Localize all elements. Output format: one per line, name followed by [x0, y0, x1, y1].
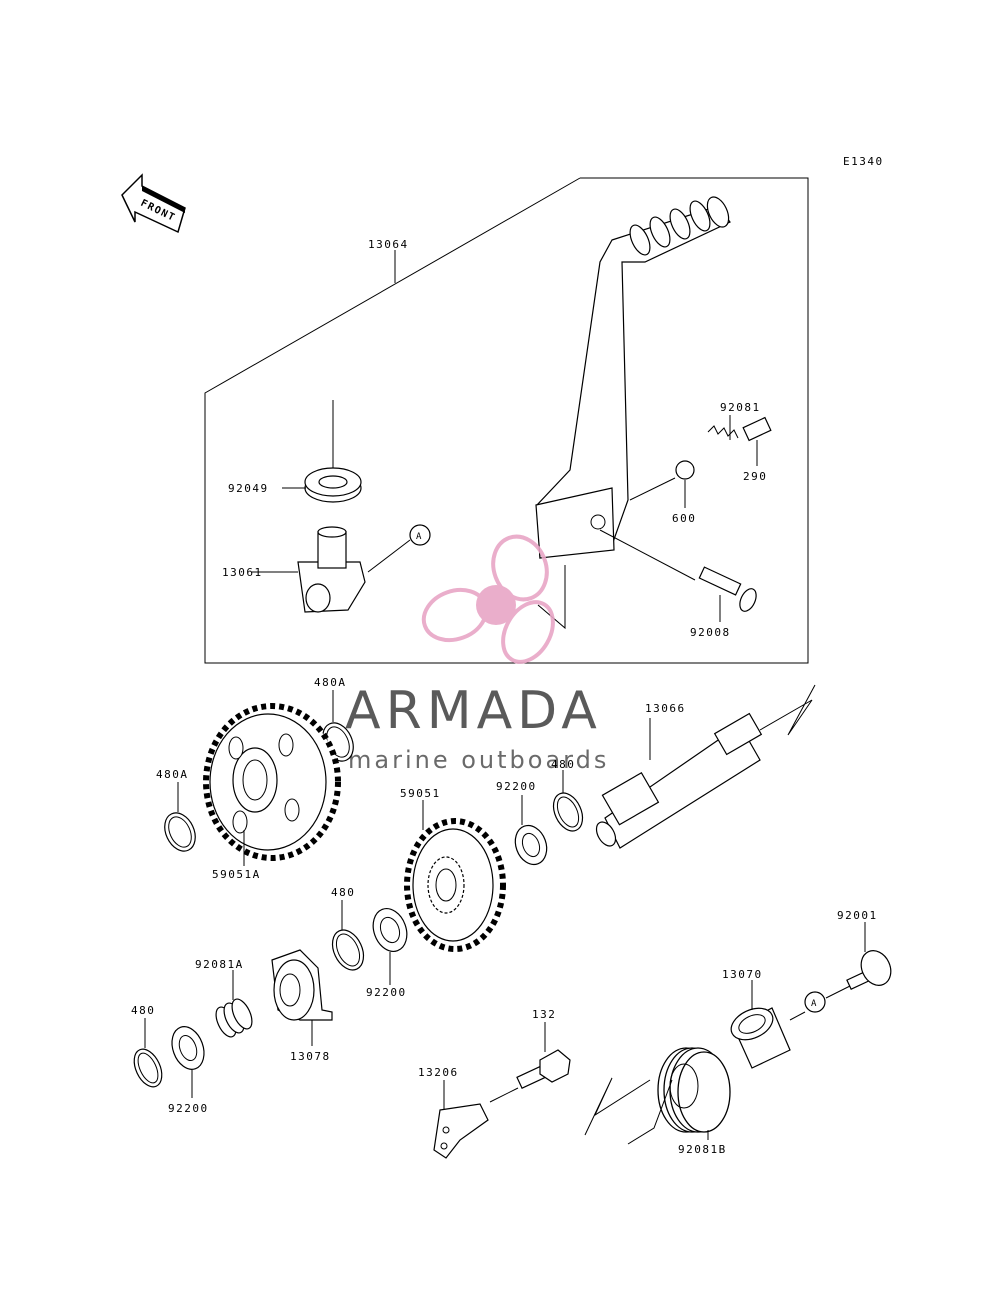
callout-a-bottom: A: [811, 999, 818, 1009]
ratchet-13078: [271, 949, 333, 1046]
gear-59051: [404, 800, 506, 952]
assembly-box: [204, 177, 809, 664]
label-13064: 13064: [368, 238, 409, 251]
spring-92081a: [215, 970, 253, 1038]
washer-92049: [282, 400, 362, 503]
circlip-480-mid: [331, 900, 365, 971]
front-arrow-icon: FRONT: [121, 173, 186, 234]
label-480-mid: 480: [331, 886, 355, 899]
collar-13070: [730, 980, 806, 1069]
washer-92200-mid: [372, 908, 408, 985]
washer-92200-low: [171, 1026, 205, 1098]
label-92081b: 92081B: [678, 1143, 727, 1156]
plate-13206: [433, 1080, 489, 1159]
circlip-480-top: [552, 770, 584, 832]
kick-shaft-13066: [595, 684, 816, 849]
label-92200-mid: 92200: [366, 986, 407, 999]
label-132: 132: [532, 1008, 556, 1021]
callout-a-top: A: [416, 532, 423, 542]
kick-pedal: [535, 196, 731, 630]
label-92081: 92081: [720, 401, 761, 414]
label-600: 600: [672, 512, 696, 525]
label-13061: 13061: [222, 566, 263, 579]
label-92001: 92001: [837, 909, 878, 922]
bolt-132: [489, 1022, 571, 1103]
label-13206: 13206: [418, 1066, 459, 1079]
label-92049: 92049: [228, 482, 269, 495]
armada-logo: [421, 534, 555, 664]
diagram-code: E1340: [843, 155, 884, 168]
circlip-480-low: [133, 1018, 163, 1088]
gear-59051a: [203, 703, 341, 866]
callout-a-bottom-circle: [804, 991, 826, 1013]
label-59051: 59051: [400, 787, 441, 800]
watermark-tagline: marine outboards: [348, 746, 609, 774]
pedal-bracket-13061: A: [252, 524, 431, 613]
plug-290: [742, 416, 772, 466]
label-92081a: 92081A: [195, 958, 244, 971]
label-290: 290: [743, 470, 767, 483]
detent-spring-92081: [707, 415, 739, 440]
bolt-92001: [846, 922, 892, 990]
label-59051a: 59051A: [212, 868, 261, 881]
ball-600: [629, 460, 695, 508]
label-92200-top: 92200: [496, 780, 537, 793]
label-480a-top: 480A: [314, 676, 347, 689]
label-13078: 13078: [290, 1050, 331, 1063]
bolt-92008: [599, 529, 757, 622]
watermark-brand: ARMADA: [345, 681, 602, 741]
label-480a-left: 480A: [156, 768, 189, 781]
label-480-top: 480: [551, 758, 575, 771]
circlip-480a-left: [164, 782, 196, 852]
label-480-low: 480: [131, 1004, 155, 1017]
label-92008: 92008: [690, 626, 731, 639]
washer-92200-top: [514, 795, 548, 866]
label-13066: 13066: [645, 702, 686, 715]
label-13070: 13070: [722, 968, 763, 981]
torsion-spring-92081b: [584, 1047, 731, 1145]
label-92200-low: 92200: [168, 1102, 209, 1115]
